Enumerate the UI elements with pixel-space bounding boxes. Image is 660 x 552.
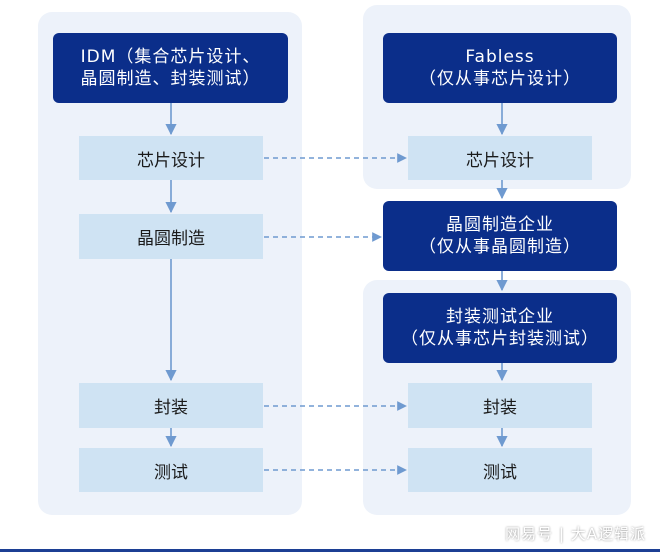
idm-title-box: IDM（集合芯片设计、 晶圆制造、封装测试）: [53, 33, 288, 103]
idm-title-line2: 晶圆制造、封装测试）: [80, 69, 261, 89]
idm-step-packaging: 封装: [79, 383, 263, 428]
idm-step-wafer-manufacturing: 晶圆制造: [79, 214, 263, 259]
foundry-title-line2: （仅从事晶圆制造）: [419, 237, 581, 257]
foundry-title-line1: 晶圆制造企业: [446, 215, 554, 235]
idm-step-testing: 测试: [79, 448, 263, 492]
osat-title-line1: 封装测试企业: [446, 307, 554, 327]
osat-step-packaging: 封装: [408, 383, 592, 428]
fabless-title-box: Fabless （仅从事芯片设计）: [383, 33, 617, 103]
foundry-title-box: 晶圆制造企业 （仅从事晶圆制造）: [383, 201, 617, 271]
osat-title-box: 封装测试企业 （仅从事芯片封装测试）: [383, 293, 617, 363]
osat-title-line2: （仅从事芯片封装测试）: [401, 329, 599, 349]
idm-title-line1: IDM（集合芯片设计、: [80, 47, 261, 67]
fabless-title-line2: （仅从事芯片设计）: [419, 69, 581, 89]
fabless-title-line1: Fabless: [465, 47, 535, 67]
fabless-step-chip-design: 芯片设计: [408, 136, 592, 180]
idm-step-chip-design: 芯片设计: [79, 136, 263, 180]
osat-step-testing: 测试: [408, 448, 592, 492]
watermark: 网易号 | 大A逻辑派: [505, 525, 646, 543]
bottom-divider: [0, 549, 660, 552]
